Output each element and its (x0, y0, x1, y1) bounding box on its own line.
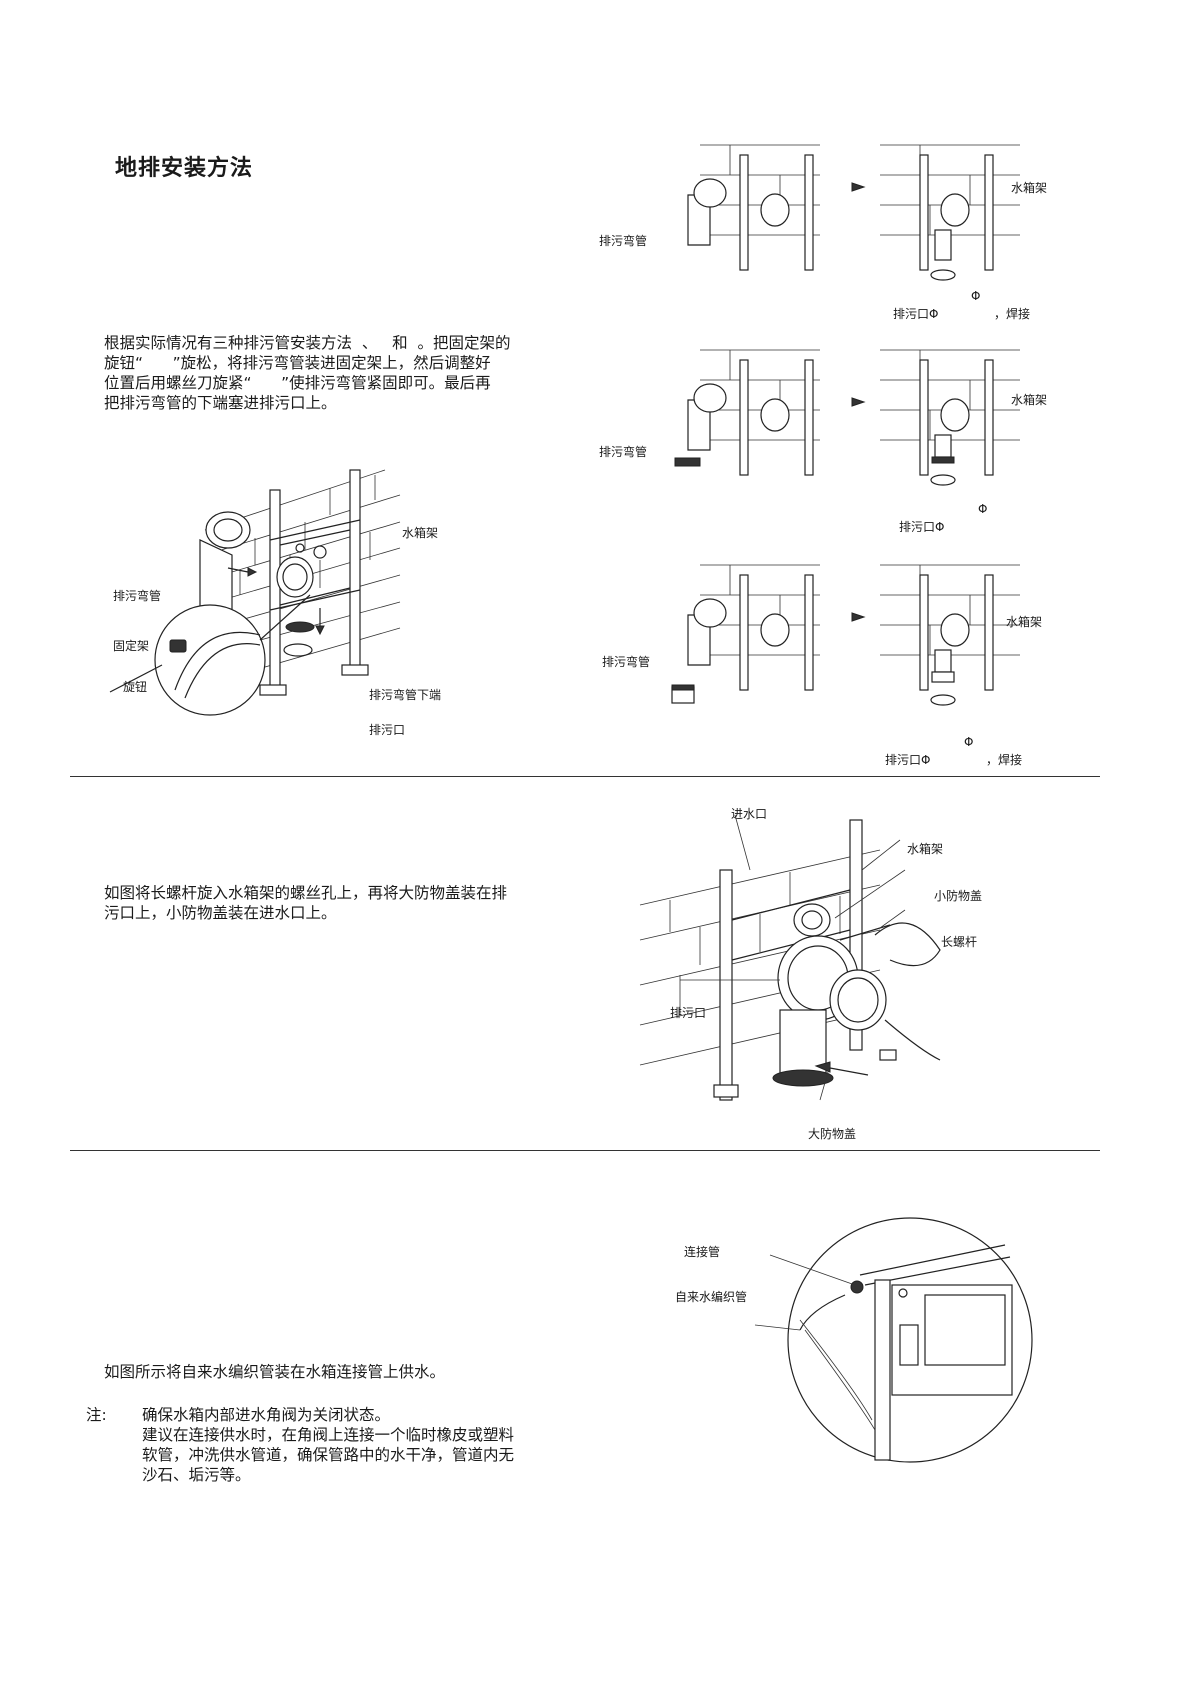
note-line: 确保水箱内部进水角阀为关闭状态。 (142, 1406, 391, 1424)
section-divider (70, 1150, 1100, 1151)
label-b-phi: Φ (978, 502, 988, 516)
paragraph-line: 位置后用螺丝刀旋紧“ ”使排污弯管紧固即可。最后再 (104, 374, 491, 392)
label-c-tank-frame: 水箱架 (1006, 615, 1043, 629)
label-tank-frame-2: 水箱架 (907, 842, 944, 856)
method-b-illustration (674, 349, 1020, 486)
connector-fitting (850, 1280, 864, 1294)
paragraph-line: 根据实际情况有三种排污管安装方法 、 和 。把固定架的 (104, 334, 511, 352)
tank-frame (259, 469, 369, 696)
label-braided-hose: 自来水编织管 (675, 1290, 748, 1304)
label-b-outlet: 排污口Φ (899, 520, 945, 534)
label-knob: 旋钮 (123, 680, 148, 694)
label-c-phi: Φ (964, 735, 974, 749)
paragraph-line: 污口上，小防物盖装在进水口上。 (104, 904, 337, 922)
label-b-tank-frame: 水箱架 (1011, 393, 1048, 407)
label-small-cap: 小防物盖 (934, 889, 983, 903)
braided-hose (799, 1294, 846, 1331)
note-block: 确保水箱内部进水角阀为关闭状态。 建议在连接供水时，在角阀上连接一个临时橡皮或塑… (142, 1405, 514, 1485)
main-install-illustration (109, 469, 401, 716)
hand (874, 922, 941, 967)
note-line: 建议在连接供水时，在角阀上连接一个临时橡皮或塑料 (142, 1426, 515, 1444)
label-outlet: 排污口 (369, 723, 406, 737)
section3-paragraph: 如图所示将自来水编织管装在水箱连接管上供水。 (104, 1363, 446, 1381)
section-divider (70, 776, 1100, 777)
label-elbow: 排污弯管 (113, 589, 162, 603)
label-a-outlet: 排污口Φ (893, 307, 939, 321)
method-a-illustration (687, 144, 1020, 281)
section1-paragraph: 根据实际情况有三种排污管安装方法 、 和 。把固定架的 旋钮“ ”旋松，将排污弯… (104, 333, 511, 413)
hand (884, 1019, 941, 1061)
frame-post (874, 1279, 891, 1461)
drain-pipe (779, 1009, 827, 1081)
arrow-head-icon (247, 567, 258, 577)
label-a-phi: Φ (971, 289, 981, 303)
label-c-outlet: 排污口Φ (885, 753, 931, 767)
label-inlet: 进水口 (731, 807, 768, 821)
label-big-cap: 大防物盖 (808, 1127, 857, 1141)
note-line: 沙石、垢污等。 (142, 1466, 251, 1484)
push-arrow (227, 567, 249, 573)
magnifier-detail (109, 594, 311, 716)
arrow-head-icon (315, 625, 325, 636)
label-elbow-lower-end: 排污弯管下端 (369, 688, 442, 702)
inlet-collar (793, 903, 831, 937)
label-long-screw: 长螺杆 (941, 935, 978, 949)
label-a-elbow: 排污弯管 (599, 234, 648, 248)
label-c-elbow: 排污弯管 (602, 655, 651, 669)
hose-connection-illustration (754, 1217, 1033, 1463)
caps-illustration (639, 814, 941, 1101)
page-title: 地排安装方法 (115, 156, 254, 181)
method-c-illustration (671, 564, 1020, 706)
drain-collar (276, 543, 327, 657)
label-tank-frame: 水箱架 (402, 526, 439, 540)
label-connector: 连接管 (684, 1245, 721, 1259)
paragraph-line: 旋钮“ ”旋松，将排污弯管装进固定架上，然后调整好 (104, 354, 491, 372)
cistern (891, 1284, 1013, 1396)
section2-paragraph: 如图将长螺杆旋入水箱架的螺丝孔上，再将大防物盖装在排 污口上，小防物盖装在进水口… (104, 883, 507, 923)
label-a-tank-frame: 水箱架 (1011, 181, 1048, 195)
label-a-weld: ，焊接 (994, 307, 1031, 321)
label-b-elbow: 排污弯管 (599, 445, 648, 459)
paragraph-line: 把排污弯管的下端塞进排污口上。 (104, 394, 337, 412)
paragraph-line: 如图将长螺杆旋入水箱架的螺丝孔上，再将大防物盖装在排 (104, 884, 508, 902)
label-bracket: 固定架 (113, 639, 150, 653)
long-screw (839, 924, 891, 941)
label-outlet-2: 排污口 (670, 1006, 707, 1020)
note-line: 软管，冲洗供水管道，确保管路中的水干净，管道内无 (142, 1446, 515, 1464)
label-c-weld: ，焊接 (986, 753, 1023, 767)
note-label: 注: (86, 1406, 107, 1424)
